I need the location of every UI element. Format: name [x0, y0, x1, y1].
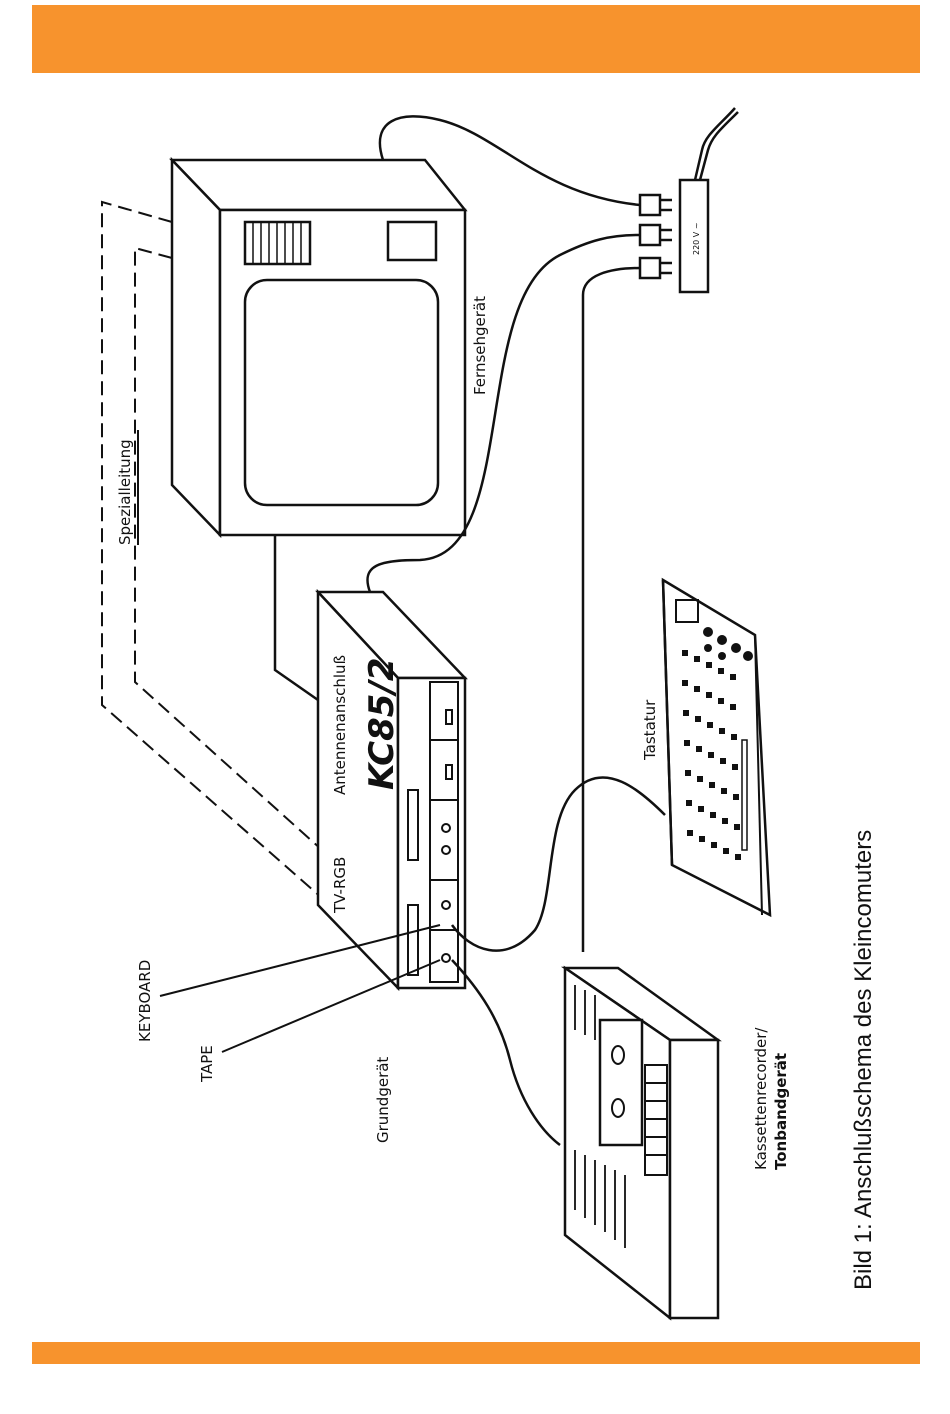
label-voltage: 220 V ~ [692, 222, 701, 255]
tape-cable [452, 960, 560, 1145]
power-plugs [640, 195, 672, 278]
label-keyboard: KEYBOARD [136, 960, 154, 1042]
mains-cable-2 [700, 112, 738, 180]
cassette-recorder [565, 968, 718, 1318]
label-tv-rgb: TV-RGB [331, 857, 349, 914]
label-kassettenrecorder: Kassettenrecorder/ [752, 1027, 770, 1170]
mains-cable [695, 108, 735, 180]
label-tape: TAPE [198, 1045, 216, 1083]
label-tonbandgeraet: Tonbandgerät [772, 1053, 790, 1170]
label-spezialleitung: Spezialleitung [116, 439, 134, 545]
tv-set [172, 160, 465, 535]
antenna-cable [275, 535, 318, 700]
label-fernsehgeraet: Fernsehgerät [471, 296, 489, 395]
label-brand: KC85/2 [362, 657, 402, 790]
label-antennenanschluss: Antennenanschluß [331, 655, 349, 795]
recorder-power-cable [583, 268, 640, 952]
label-grundgeraet: Grundgerät [374, 1057, 392, 1143]
keyboard [663, 580, 770, 915]
figure-caption: Bild 1: Anschlußschema des Kleincomuters [850, 830, 878, 1290]
keyboard-cable [452, 777, 665, 950]
label-tastatur: Tastatur [641, 699, 659, 761]
tape-leader [222, 960, 440, 1052]
